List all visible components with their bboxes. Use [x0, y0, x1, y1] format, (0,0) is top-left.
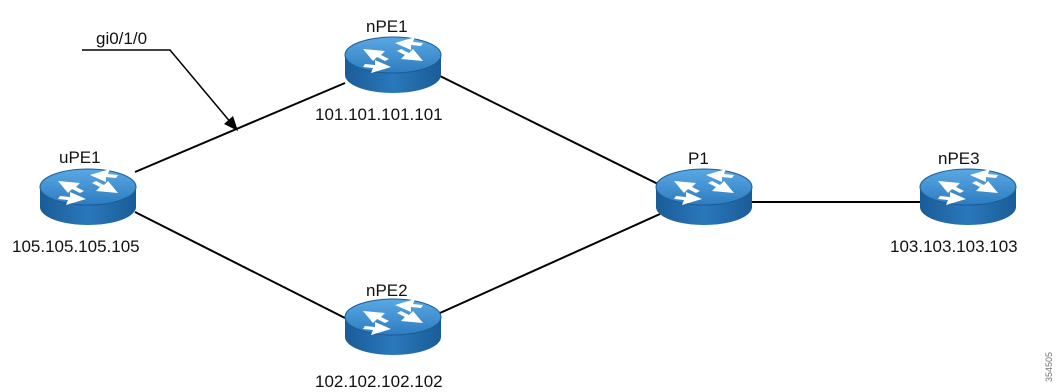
- interface-callout: gi0/1/0: [82, 29, 238, 131]
- node-npe2-ip: 102.102.102.102: [315, 372, 443, 391]
- callout-arrowhead-icon: [224, 116, 238, 131]
- node-npe2-name: nPE2: [366, 281, 408, 300]
- figure-id: 354505: [1044, 352, 1054, 382]
- link-upe1-npe1: [134, 82, 346, 173]
- node-npe1[interactable]: nPE1 101.101.101.101: [315, 17, 443, 124]
- link-npe2-p1: [439, 213, 661, 314]
- node-upe1-name: uPE1: [59, 148, 101, 167]
- link-upe1-npe2: [134, 211, 346, 319]
- router-icon: [344, 36, 442, 94]
- callout-label: gi0/1/0: [96, 29, 147, 48]
- node-npe3-ip: 103.103.103.103: [890, 237, 1018, 256]
- node-npe1-ip: 101.101.101.101: [315, 105, 443, 124]
- node-npe1-name: nPE1: [366, 17, 408, 36]
- router-icon: [919, 168, 1017, 226]
- node-p1-name: P1: [688, 149, 709, 168]
- node-upe1-ip: 105.105.105.105: [12, 237, 140, 256]
- node-upe1[interactable]: uPE1 105.105.105.105: [12, 148, 140, 256]
- node-npe2[interactable]: nPE2 102.102.102.102: [315, 281, 443, 391]
- router-icon: [39, 168, 137, 226]
- router-icon: [344, 298, 442, 356]
- router-icon: [655, 168, 753, 226]
- links: [134, 75, 920, 319]
- link-npe1-p1: [439, 75, 661, 186]
- node-p1[interactable]: P1: [655, 149, 753, 226]
- node-npe3[interactable]: nPE3 103.103.103.103: [890, 149, 1018, 256]
- node-npe3-name: nPE3: [938, 149, 980, 168]
